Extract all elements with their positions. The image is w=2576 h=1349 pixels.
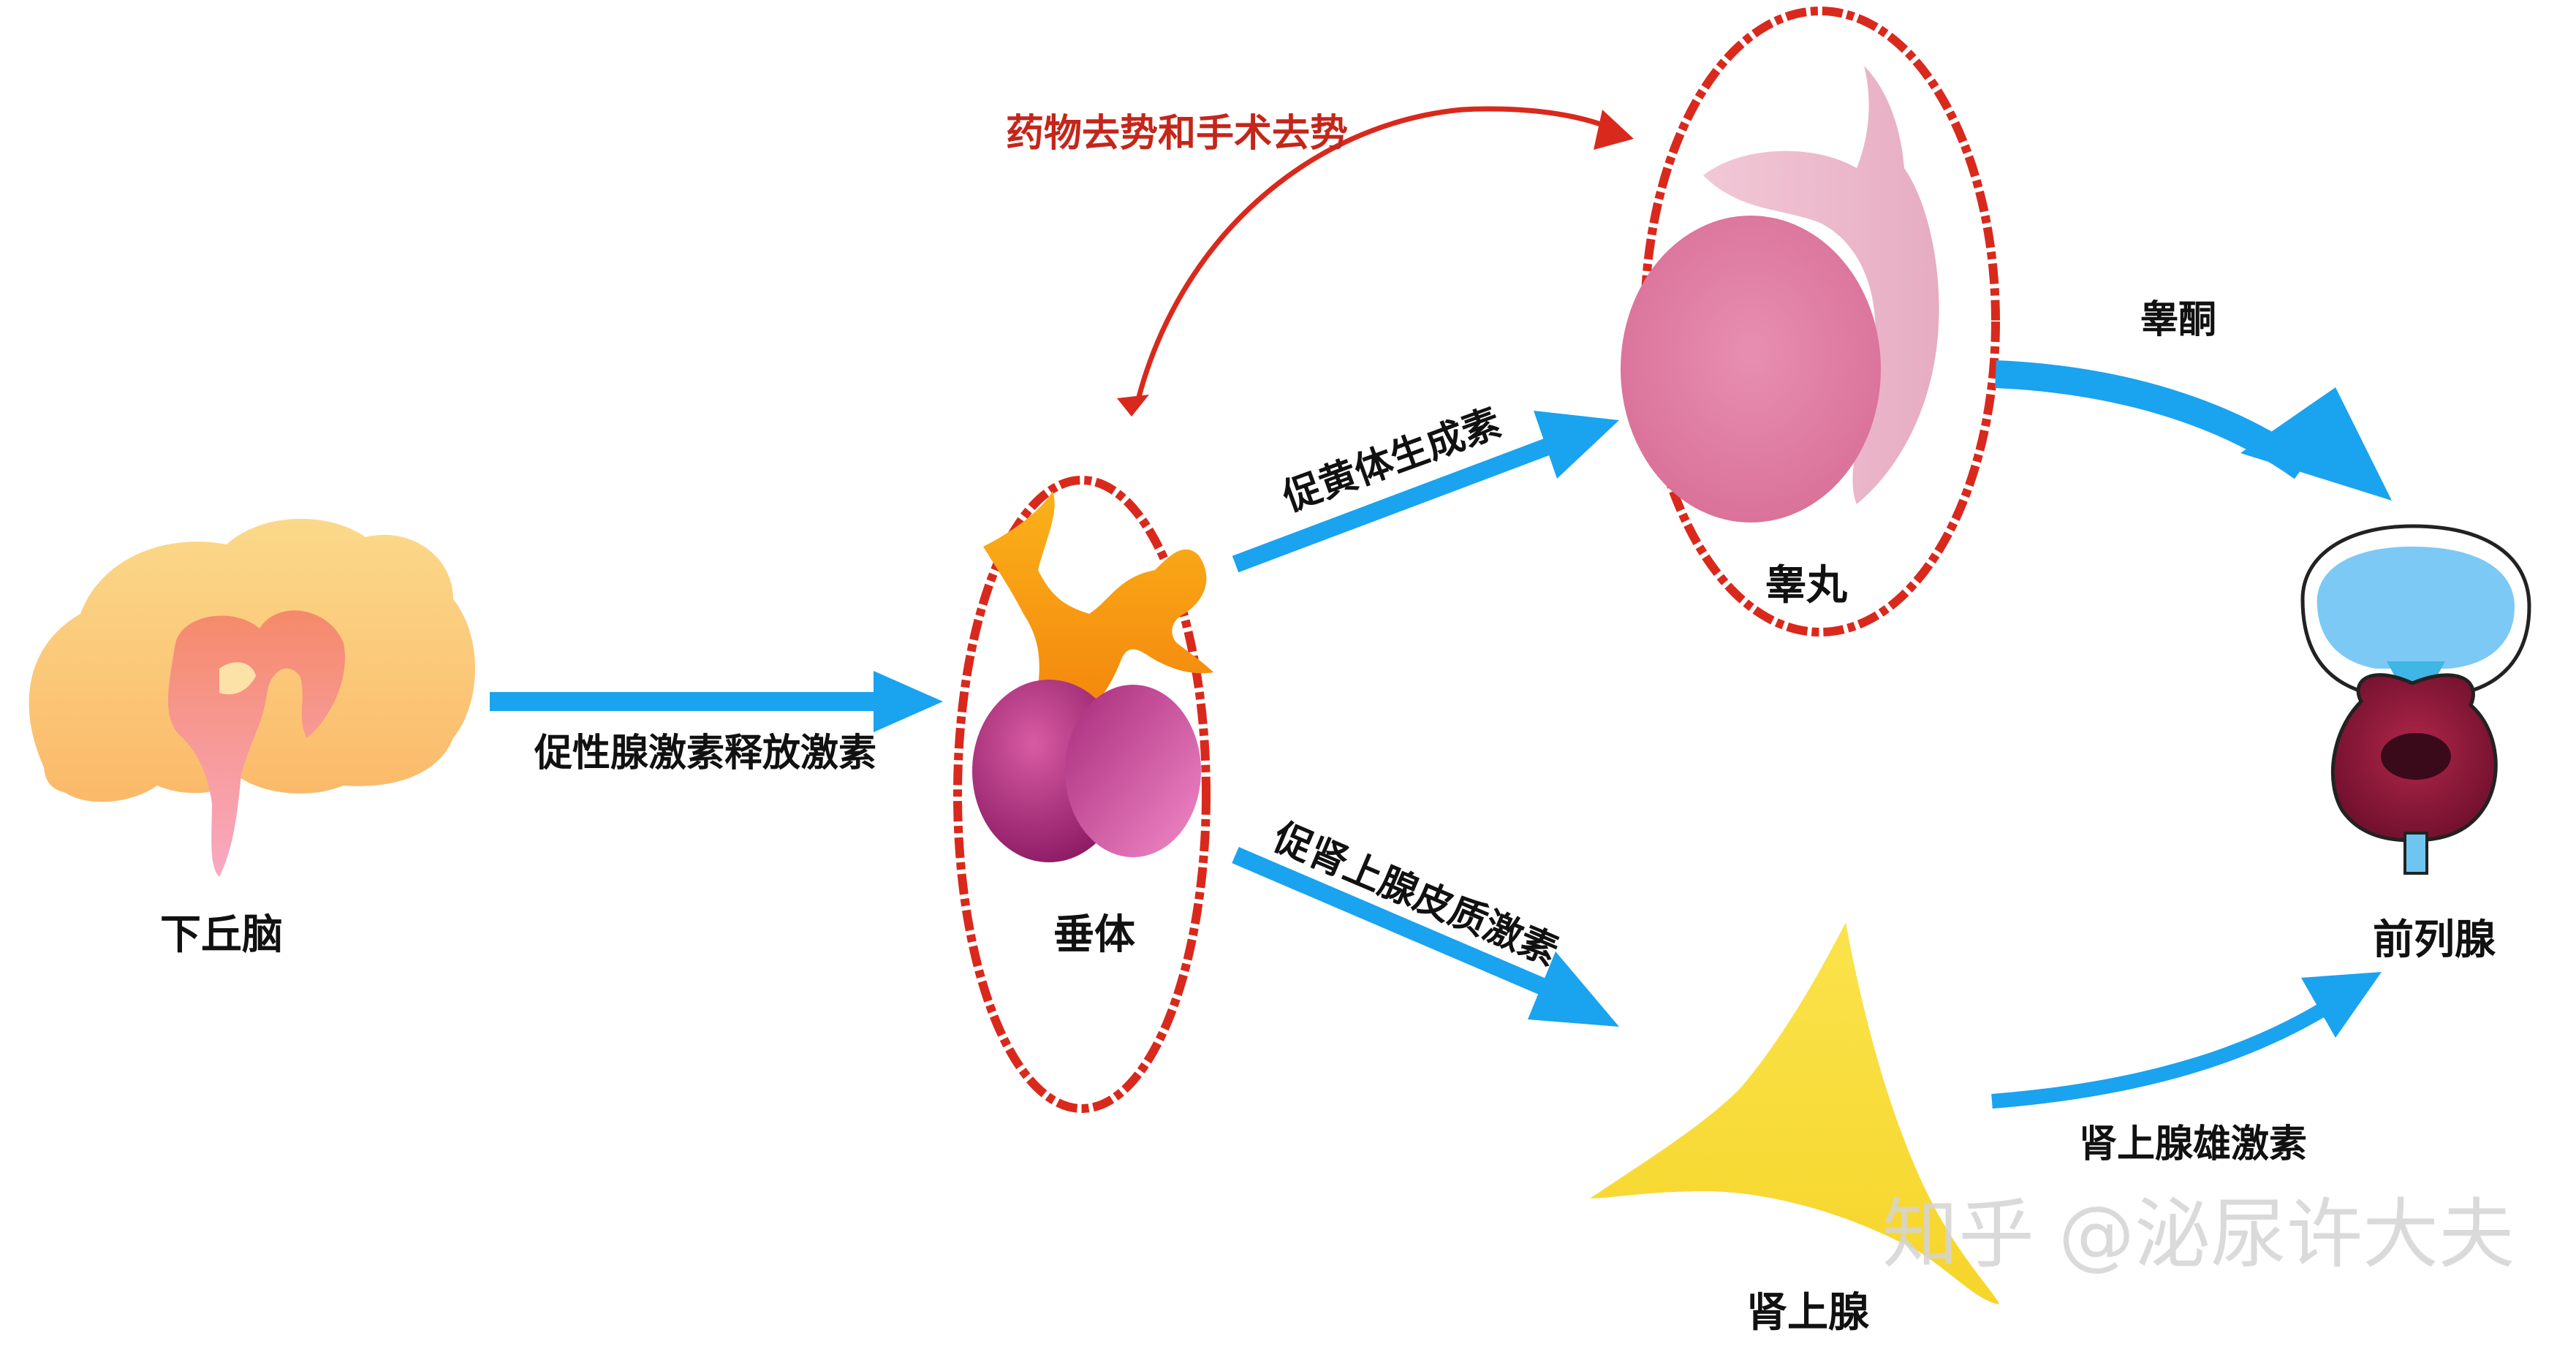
brainstem-icon — [168, 610, 345, 877]
testis-illustration — [1621, 7, 2000, 636]
pituitary-stalk-icon — [983, 491, 1213, 724]
pituitary-illustration — [953, 476, 1213, 1113]
gnrh-label: 促性腺激素释放激素 — [534, 732, 876, 775]
arrow-castration — [1117, 106, 1634, 417]
urethra-icon — [2403, 832, 2428, 875]
arrow-adrenal-androgen — [1991, 972, 2382, 1109]
epididymis-icon — [1703, 66, 1939, 504]
adrenal-label: 肾上腺 — [1746, 1289, 1870, 1337]
pituitary-lobe-right-icon — [1065, 685, 1201, 857]
arrow-gnrh — [490, 671, 943, 732]
hypothalamus-label: 下丘脑 — [160, 911, 283, 959]
bladder-fill-icon — [2316, 547, 2515, 669]
prostate-illustration — [2300, 524, 2531, 875]
prostate-label: 前列腺 — [2373, 916, 2496, 964]
arrow-acth — [1232, 846, 1619, 1027]
pituitary-label: 垂体 — [1053, 911, 1135, 959]
hypothalamus-illustration — [29, 518, 475, 877]
watermark: 知乎 @泌尿许大夫 — [1882, 1190, 2515, 1279]
adrenal-icon — [1590, 922, 1999, 1304]
arrow-testosterone — [1995, 360, 2392, 501]
testis-icon — [1621, 216, 1881, 522]
castration-label: 药物去势和手术去势 — [1006, 112, 1348, 156]
pituitary-highlight-ellipse — [953, 476, 1211, 1113]
testis-label: 睾丸 — [1765, 562, 1847, 609]
testosterone-label: 睾酮 — [2140, 298, 2216, 342]
arrow-lh — [1232, 411, 1619, 573]
adrenal-androgen-label: 肾上腺雄激素 — [2079, 1122, 2307, 1166]
